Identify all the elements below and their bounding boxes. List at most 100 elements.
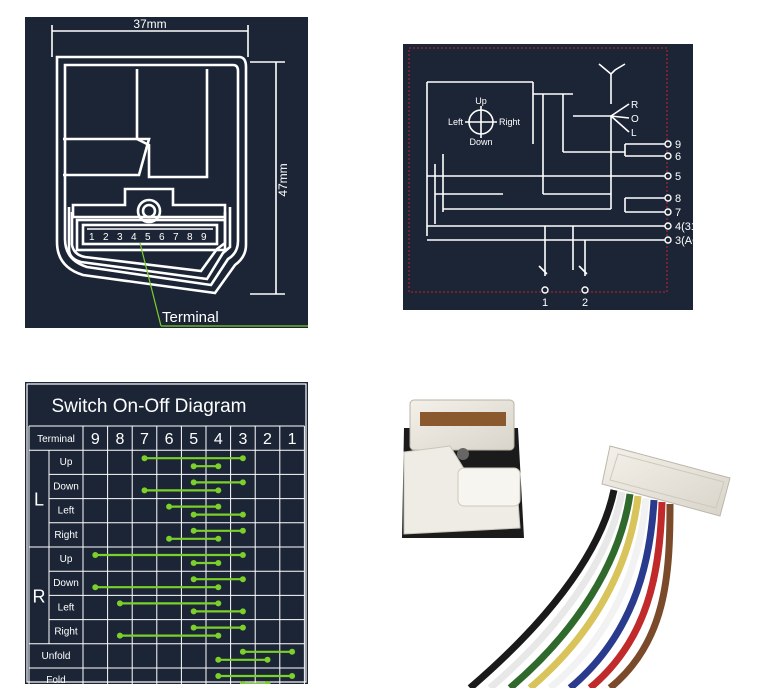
terminal-block <box>75 218 227 252</box>
circuit-schematic: Up Down Left Right R O L <box>403 44 693 310</box>
selector-r <box>610 103 630 117</box>
selector-r-label: R <box>631 100 638 111</box>
bottom-label-2: 2 <box>582 297 588 309</box>
switch-pins <box>420 412 506 426</box>
terminal-label-6: 6 <box>675 151 681 163</box>
terminal-label-4-31: 4(31) <box>675 221 693 233</box>
bottom-label-1: 1 <box>542 297 548 309</box>
selector-l-label: L <box>631 128 637 139</box>
terminal-node-6 <box>664 152 672 160</box>
terminal-pin-3: 3 <box>117 232 123 243</box>
connection-dot <box>116 600 123 607</box>
terminal-pin-5: 5 <box>145 232 151 243</box>
connection-dot <box>239 681 246 684</box>
row-label: Up <box>60 457 73 468</box>
connector-screw-outer <box>136 198 162 224</box>
terminal-label-9: 9 <box>675 139 681 151</box>
joystick-up-label: Up <box>475 96 487 106</box>
terminal-label-8: 8 <box>675 193 681 205</box>
terminal-pin-1: 1 <box>89 232 95 243</box>
dimension-drawing: 37mm 47mm 1 2 3 4 5 6 7 8 9 Terminal <box>25 17 308 328</box>
connection-dot <box>239 648 246 655</box>
terminal-pin-8: 8 <box>187 232 193 243</box>
connection-dot <box>239 479 246 486</box>
connection-dot <box>190 463 197 470</box>
group-label: R <box>33 586 46 606</box>
terminal-label-3-acc: 3(ACC) <box>675 235 693 247</box>
housing-lower-rim-inner <box>70 212 227 273</box>
table-connections <box>92 455 296 684</box>
wire-green <box>507 493 634 691</box>
terminal-window <box>81 223 219 246</box>
row-label: Left <box>58 506 75 517</box>
row-label: Up <box>60 554 73 565</box>
connection-dot <box>215 584 222 591</box>
column-header: 2 <box>263 431 272 448</box>
terminal-pin-9: 9 <box>201 232 207 243</box>
terminal-label-7: 7 <box>675 207 681 219</box>
compartment-left <box>63 137 151 177</box>
connection-dot <box>264 656 271 663</box>
product-photo-svg <box>402 399 731 691</box>
column-header: 6 <box>165 431 174 448</box>
selector-o-label: O <box>631 114 639 125</box>
row-label: Down <box>53 481 79 492</box>
connection-dot <box>190 608 197 615</box>
wire-white-2 <box>547 497 650 691</box>
width-label: 37mm <box>133 17 166 31</box>
column-header: 9 <box>91 431 100 448</box>
connection-dot <box>239 576 246 583</box>
connection-dot <box>190 560 197 566</box>
joystick-right-label: Right <box>499 117 521 127</box>
column-header: 7 <box>140 431 149 448</box>
connection-dot <box>289 673 296 679</box>
column-header: 8 <box>115 431 124 448</box>
terminal-node-3 <box>664 236 672 244</box>
connection-dot <box>190 511 197 518</box>
terminal-pin-4: 4 <box>131 232 137 243</box>
row-label: Right <box>54 627 78 638</box>
selector-l <box>610 115 630 133</box>
connection-dot <box>239 624 246 631</box>
connection-dot <box>166 503 173 510</box>
terminal-node-4 <box>664 222 672 230</box>
connection-dot <box>215 487 222 494</box>
connection-dot <box>239 608 246 615</box>
connection-dot <box>141 487 148 494</box>
dimension-drawing-svg: 37mm 47mm 1 2 3 4 5 6 7 8 9 Terminal <box>51 17 308 327</box>
column-header: 4 <box>214 431 223 448</box>
connection-dot <box>264 681 271 684</box>
bottom-switch-2 <box>578 265 588 275</box>
wire-blue <box>567 499 658 691</box>
wire-yellow <box>527 495 642 691</box>
connection-dot <box>116 632 123 639</box>
terminal-node-7 <box>664 208 672 216</box>
connection-dot <box>190 479 197 486</box>
connector-screw-inner <box>141 203 157 219</box>
terminal-node-9 <box>664 140 672 148</box>
housing-outer <box>55 55 248 295</box>
joystick-down-label: Down <box>469 137 492 147</box>
connection-dot <box>92 552 99 558</box>
connection-dot <box>215 600 222 607</box>
connection-dot <box>215 503 222 510</box>
connection-dot <box>141 455 148 462</box>
connection-dot <box>215 535 222 542</box>
terminal-pin-6: 6 <box>159 232 165 243</box>
bottom-node-1 <box>541 286 549 294</box>
terminal-pin-7: 7 <box>173 232 179 243</box>
row-label: Fold <box>46 675 65 684</box>
bottom-node-2 <box>581 286 589 294</box>
terminal-node-5 <box>664 172 672 180</box>
terminal-header: Terminal <box>37 434 75 445</box>
connection-dot <box>215 632 222 639</box>
column-header: 3 <box>238 431 247 448</box>
row-label: Unfold <box>42 651 71 662</box>
group-label: L <box>34 490 44 510</box>
connector-top <box>71 187 227 219</box>
connection-dot <box>190 576 197 583</box>
table-grid <box>28 425 305 684</box>
switch-screw <box>457 448 469 460</box>
wire-black <box>467 489 618 691</box>
